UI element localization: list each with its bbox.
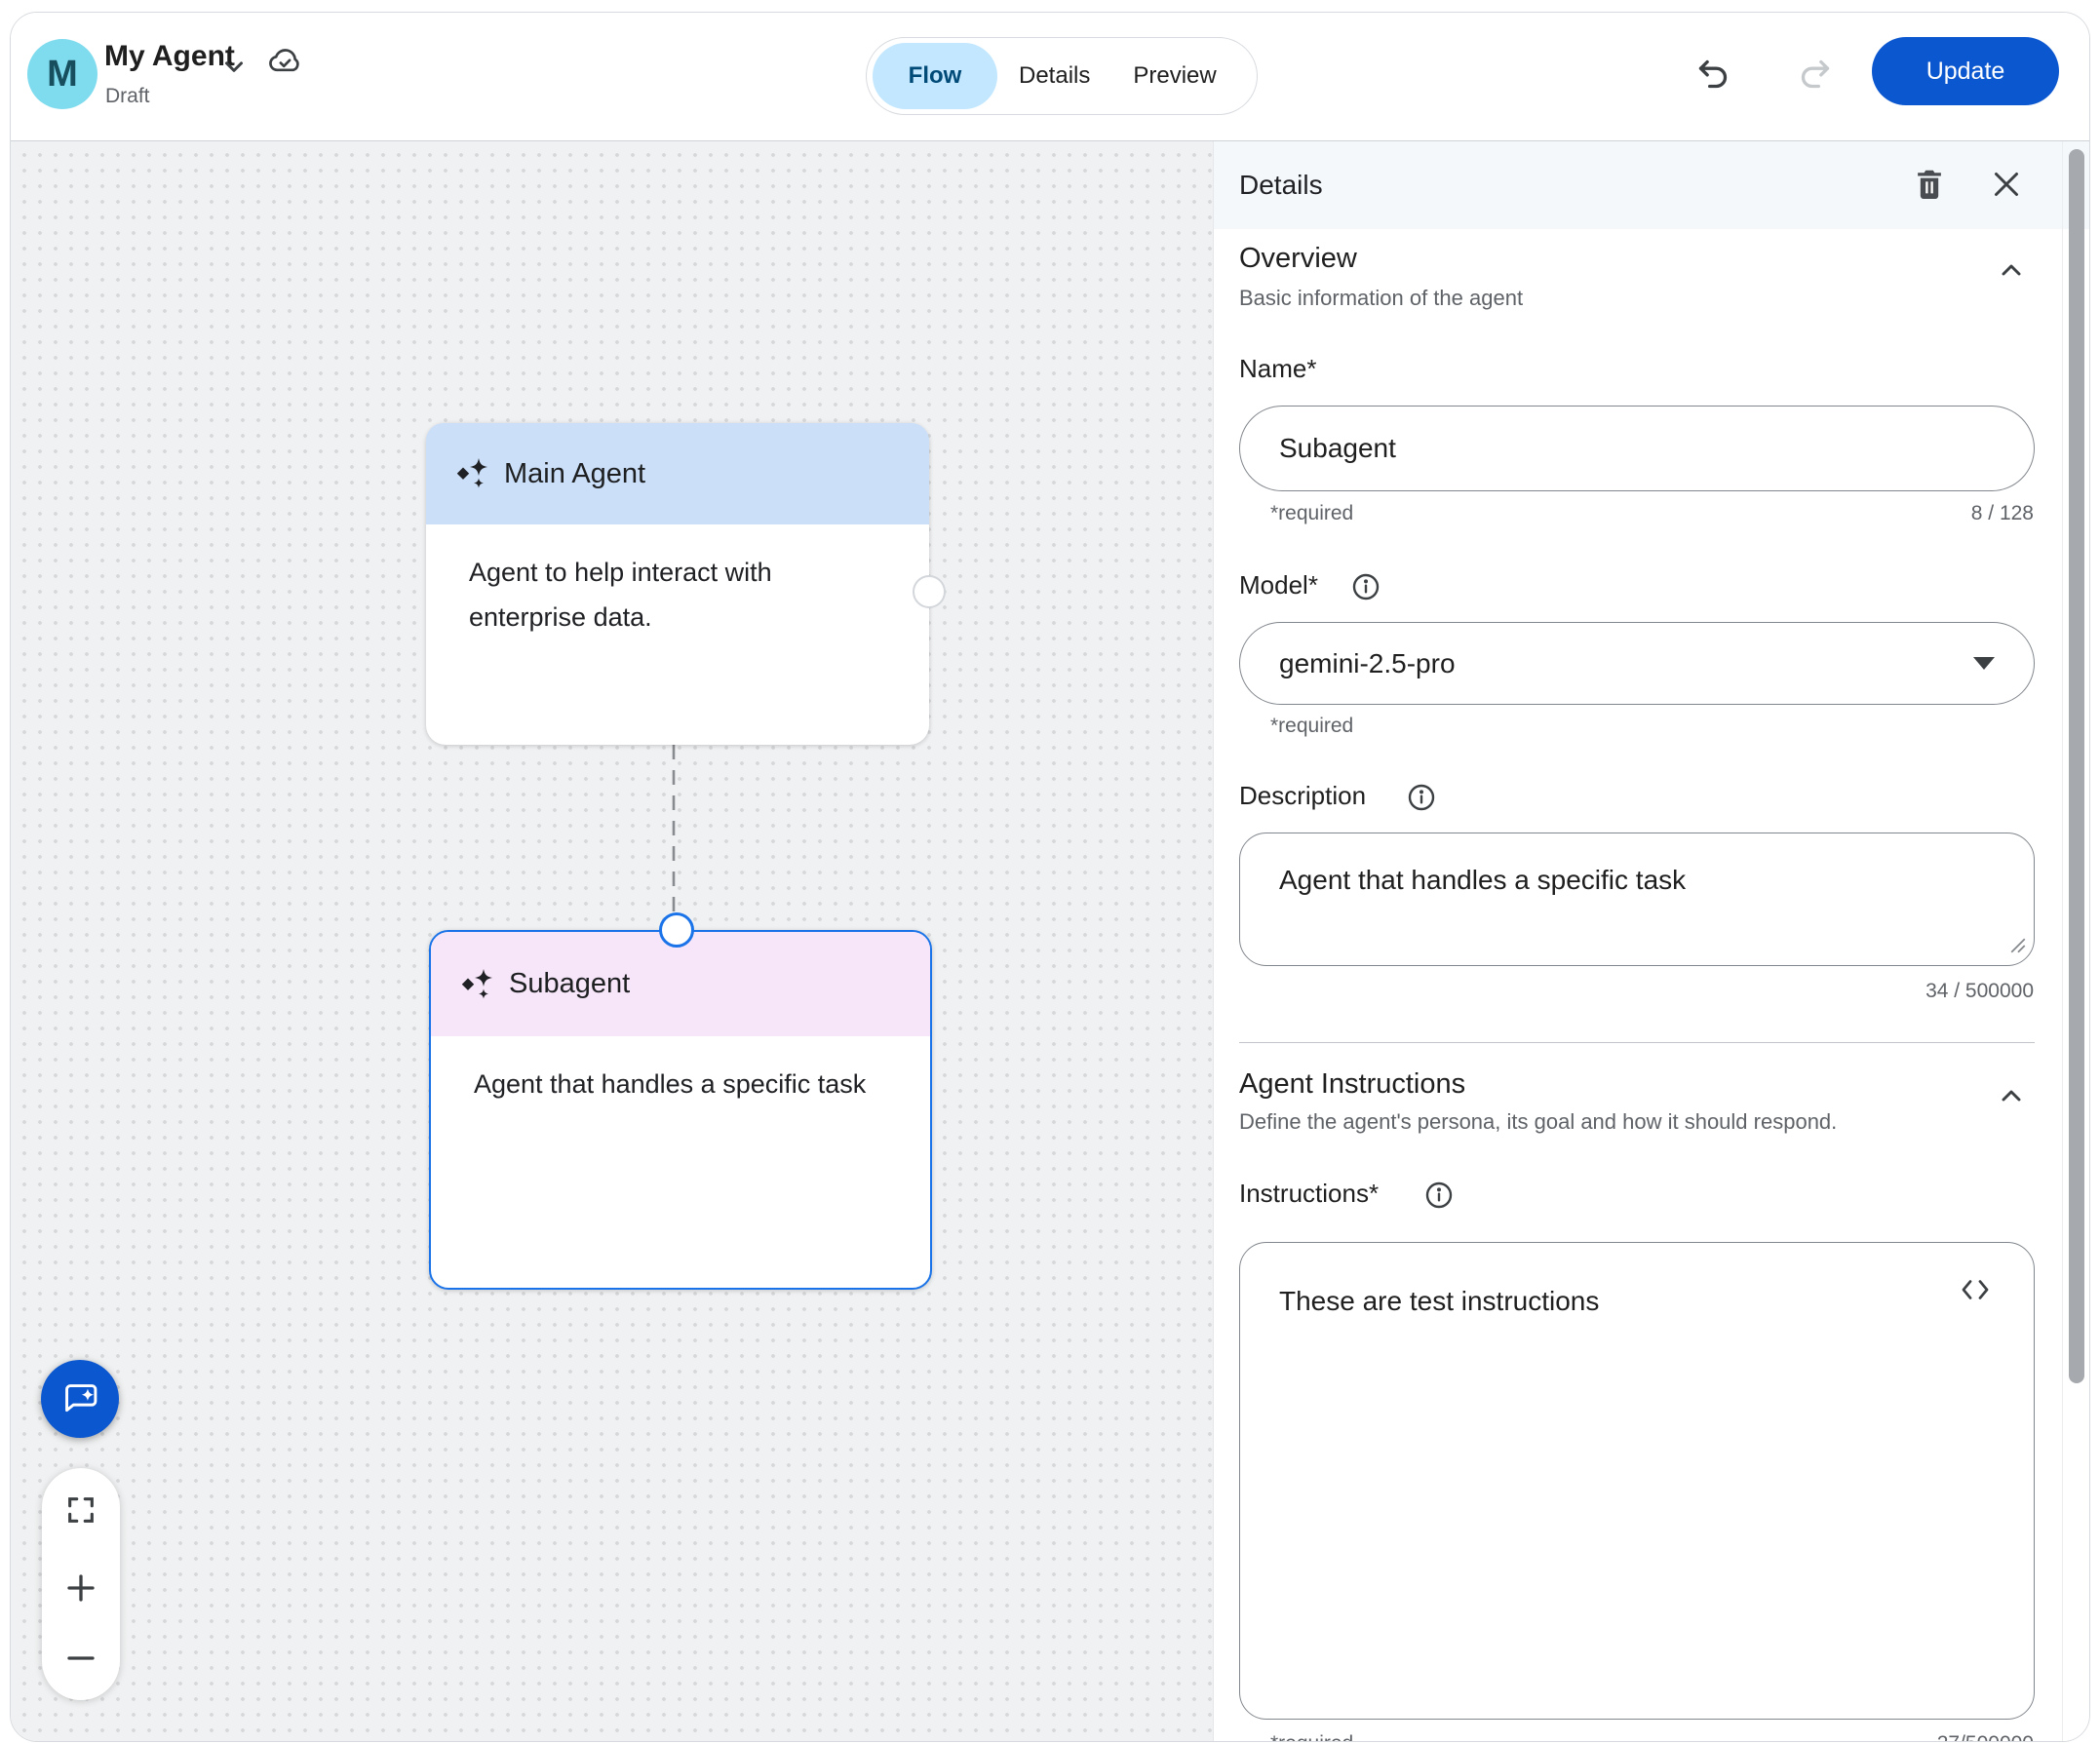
- name-char-count: 8 / 128: [1970, 502, 2034, 524]
- panel-header: Details: [1214, 141, 2089, 229]
- details-panel: Details Overview Basic information of th…: [1213, 141, 2089, 1741]
- description-char-count: 34 / 500000: [1925, 980, 2034, 1002]
- chat-sparkle-icon: [58, 1377, 101, 1420]
- description-textarea[interactable]: Agent that handles a specific task: [1239, 833, 2035, 966]
- panel-scrollbar-track[interactable]: [2062, 141, 2089, 1741]
- cloud-saved-icon: [266, 42, 303, 79]
- avatar: M: [27, 39, 97, 109]
- name-required-hint: *required: [1270, 502, 1354, 524]
- connector-handle[interactable]: [659, 912, 694, 948]
- zoom-out-button[interactable]: [42, 1624, 120, 1692]
- zoom-in-button[interactable]: [42, 1554, 120, 1622]
- resize-handle-icon[interactable]: [2009, 937, 2027, 954]
- panel-scrollbar-thumb[interactable]: [2069, 149, 2084, 1383]
- agent-instructions-heading: Agent Instructions: [1239, 1068, 1466, 1100]
- tab-details[interactable]: Details: [1019, 62, 1091, 89]
- model-info-icon[interactable]: [1350, 571, 1381, 602]
- instructions-field-wrap: These are test instructions: [1239, 1242, 2035, 1720]
- sparkle-icon: [460, 967, 495, 1002]
- node-title: Main Agent: [504, 457, 646, 489]
- collapse-overview-icon[interactable]: [1996, 254, 2027, 286]
- panel-title: Details: [1239, 170, 1323, 200]
- overview-heading: Overview: [1239, 243, 1357, 274]
- delete-icon[interactable]: [1908, 163, 1951, 206]
- node-title: Subagent: [509, 968, 631, 999]
- close-icon[interactable]: [1985, 163, 2028, 206]
- instructions-textarea[interactable]: These are test instructions: [1239, 1242, 2035, 1720]
- overview-subheading: Basic information of the agent: [1239, 286, 1524, 310]
- section-divider: [1239, 1042, 2035, 1043]
- sparkle-icon: [455, 456, 490, 491]
- connector-handle[interactable]: [913, 575, 946, 608]
- instructions-char-count: 27/500000: [1937, 1732, 2034, 1741]
- node-description: Agent to help interact with enterprise d…: [469, 558, 772, 632]
- node-main-agent[interactable]: Main Agent Agent to help interact with e…: [426, 423, 929, 745]
- node-subagent[interactable]: Subagent Agent that handles a specific t…: [429, 930, 932, 1290]
- view-tabs: Flow Details Preview: [866, 37, 1258, 115]
- node-header: Subagent: [431, 932, 930, 1036]
- undo-icon[interactable]: [1693, 55, 1732, 94]
- page-title: My Agent: [104, 40, 235, 72]
- collapse-instructions-icon[interactable]: [1996, 1080, 2027, 1111]
- flow-canvas[interactable]: Main Agent Agent to help interact with e…: [11, 141, 1213, 1741]
- tab-preview[interactable]: Preview: [1133, 62, 1217, 89]
- update-button[interactable]: Update: [1872, 37, 2059, 105]
- name-label: Name*: [1239, 354, 1317, 383]
- fit-screen-icon[interactable]: [42, 1476, 120, 1544]
- code-view-icon[interactable]: [1959, 1275, 1992, 1304]
- instructions-label: Instructions*: [1239, 1179, 1380, 1208]
- description-info-icon[interactable]: [1406, 782, 1437, 813]
- node-header: Main Agent: [426, 423, 929, 524]
- canvas-zoom-toolbar: [42, 1468, 120, 1700]
- status-badge: Draft: [105, 85, 150, 107]
- chevron-down-icon[interactable]: [219, 52, 249, 81]
- description-field-wrap: Agent that handles a specific task: [1239, 833, 2035, 966]
- node-description: Agent that handles a specific task: [474, 1069, 867, 1099]
- chat-assist-button[interactable]: [41, 1360, 119, 1438]
- agent-instructions-subheading: Define the agent's persona, its goal and…: [1239, 1109, 1838, 1134]
- instructions-info-icon[interactable]: [1423, 1180, 1455, 1211]
- model-label: Model*: [1239, 570, 1318, 600]
- description-label: Description: [1239, 781, 1367, 810]
- top-bar: M My Agent Draft Flow Details Preview: [11, 13, 2089, 141]
- model-value: gemini-2.5-pro: [1279, 647, 1456, 678]
- tab-flow[interactable]: Flow: [873, 43, 997, 109]
- model-required-hint: *required: [1270, 715, 1354, 737]
- model-select[interactable]: gemini-2.5-pro: [1239, 622, 2035, 705]
- dropdown-caret-icon: [1973, 657, 1995, 670]
- app-window: M My Agent Draft Flow Details Preview: [10, 12, 2090, 1742]
- instructions-required-hint: *required: [1270, 1732, 1353, 1741]
- agent-edge: [672, 745, 676, 916]
- name-input[interactable]: [1239, 406, 2035, 491]
- redo-icon[interactable]: [1796, 55, 1835, 94]
